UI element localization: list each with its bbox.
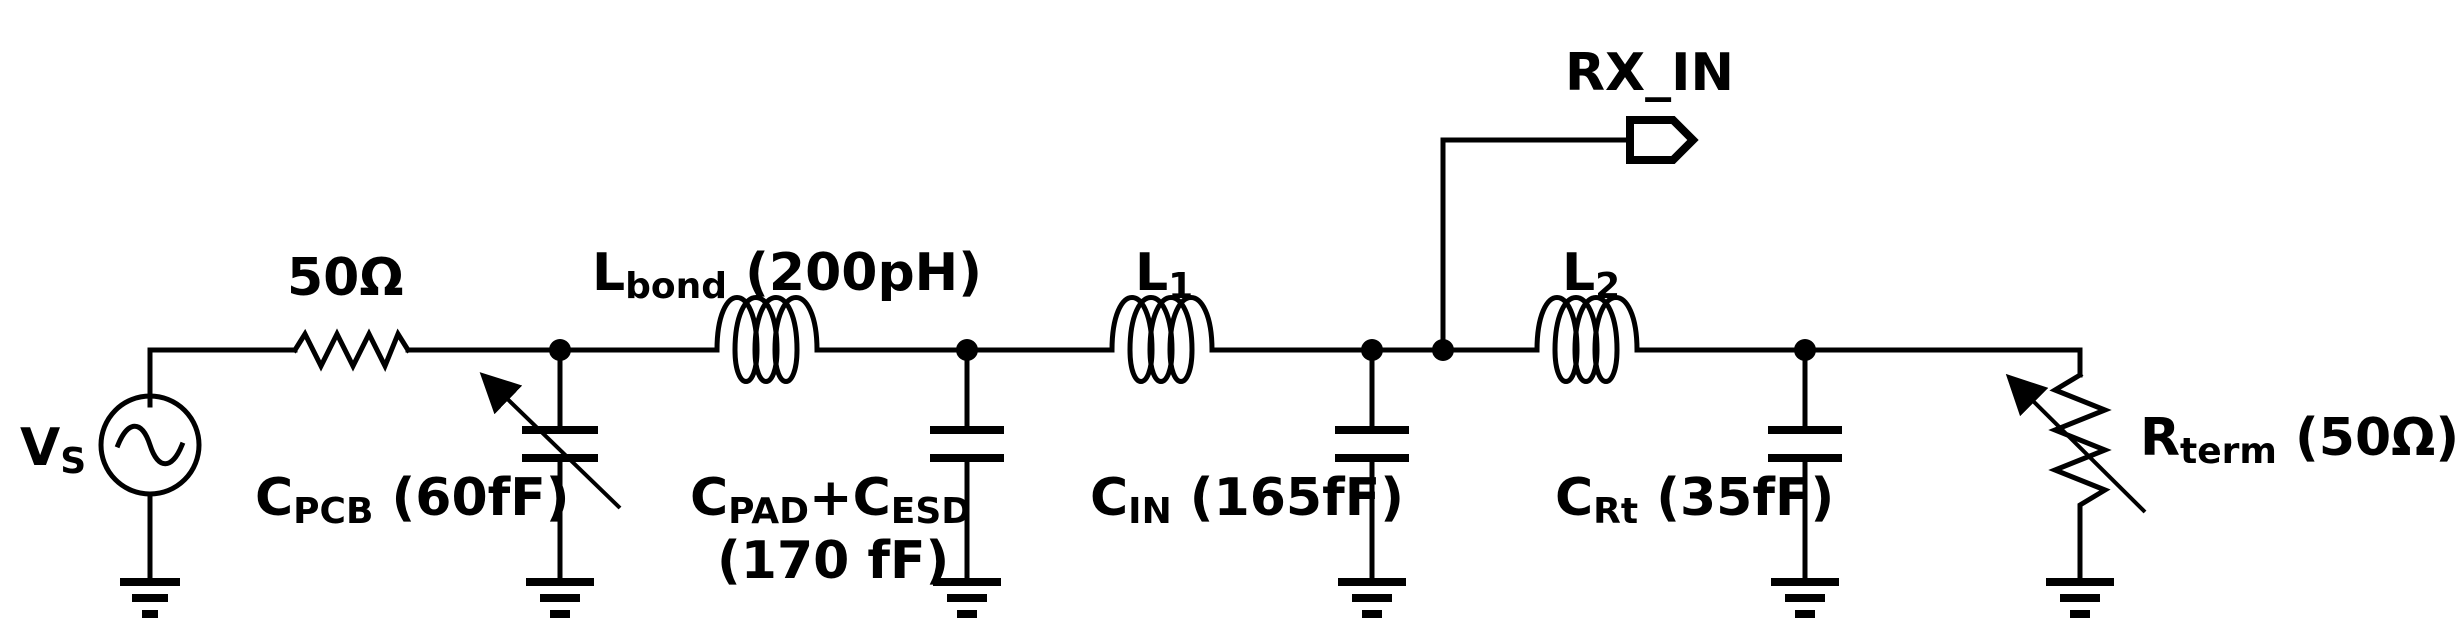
variable-resistor-icon	[2005, 371, 2147, 618]
wire-rx-branch	[1440, 137, 1633, 353]
variable-capacitor-icon	[479, 347, 622, 618]
ground-icon	[933, 578, 1001, 618]
c-pad-esd-value: (170 fF)	[717, 531, 949, 591]
l2-inductor-icon	[1522, 295, 1653, 384]
voltage-source-icon	[98, 393, 202, 618]
capacitor-icon	[1768, 347, 1842, 618]
l1-label: L1	[1135, 243, 1193, 307]
capacitor-icon	[930, 347, 1004, 618]
ground-icon	[1338, 578, 1406, 618]
ground-icon	[120, 578, 180, 618]
l-bond-label: Lbond (200pH)	[592, 243, 982, 307]
source-label: VS	[20, 418, 86, 482]
rx-in-port-icon	[1626, 116, 1699, 164]
series-resistor-icon	[291, 328, 412, 373]
capacitor-icon	[1335, 347, 1409, 618]
wire-l2-to-rterm	[1647, 347, 2083, 378]
series-resistor-label: 50Ω	[287, 248, 404, 308]
l2-label: L2	[1562, 243, 1620, 307]
c-pcb-label: CPCB (60fF)	[255, 468, 570, 532]
c-in-label: CIN (165fF)	[1090, 468, 1404, 532]
rx-in-label: RX_IN	[1565, 43, 1734, 103]
ground-icon	[1771, 578, 1839, 618]
wire-source-to-resistor	[147, 347, 298, 408]
ground-icon	[526, 578, 594, 618]
c-rt-label: CRt (35fF)	[1555, 468, 1834, 532]
c-pad-esd-label: CPAD+CESD	[690, 468, 971, 532]
l1-inductor-icon	[1097, 295, 1228, 384]
r-term-label: Rterm (50Ω)	[2140, 408, 2455, 472]
bond-inductor-icon	[702, 295, 831, 384]
ground-icon	[2046, 578, 2114, 618]
